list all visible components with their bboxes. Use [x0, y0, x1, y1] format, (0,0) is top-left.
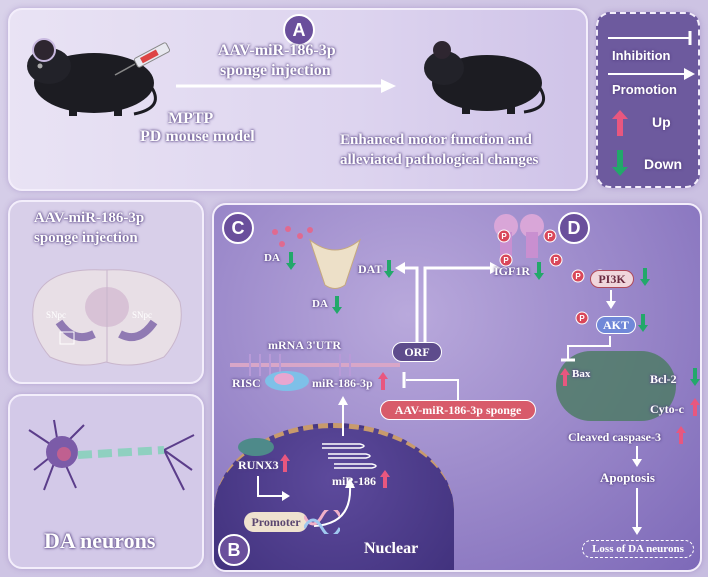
risc-label: RISC: [232, 376, 261, 390]
model-line2: PD mouse model: [140, 128, 255, 145]
dopamine-dots: [272, 226, 313, 247]
dat-label: DAT: [358, 262, 383, 276]
akt-inhibition-line: [561, 336, 611, 362]
caspase-up-arrow: [676, 426, 686, 444]
da-neuron-image: [28, 419, 195, 491]
svg-text:P: P: [501, 232, 507, 241]
runx3-protein-shape: [238, 438, 274, 456]
mitochondrion-shape: [556, 351, 676, 421]
da-mid-down-arrow: [332, 296, 342, 314]
da-mid-label: DA: [312, 298, 328, 310]
promotion-arrow-a: [176, 79, 396, 93]
neurons-panel: [8, 394, 204, 569]
nuclear-label: Nuclear: [364, 540, 419, 557]
mir186-label: miR-186: [332, 474, 376, 488]
da-top-label: DA: [264, 252, 280, 264]
pi3k-akt-arrow: [606, 290, 616, 309]
cyto-c-up-arrow: [690, 398, 700, 416]
panel-c-label: C: [222, 212, 254, 244]
panel-b-label: B: [218, 534, 250, 566]
svg-text:P: P: [579, 314, 585, 323]
up-arrow-icon: [612, 110, 628, 136]
legend-up-label: Up: [652, 114, 671, 130]
snpc-left-label: SNpc: [46, 310, 66, 320]
loss-of-da-neurons-box: Loss of DA neurons: [582, 540, 694, 558]
mouse-left-image: [27, 38, 157, 116]
snpc-right-label: SNpc: [132, 310, 152, 320]
dat-transporter-shape: [308, 238, 362, 289]
outcome-line1: Enhanced motor function and: [340, 132, 532, 148]
mir186-hairpins: [322, 443, 377, 469]
panel-a-label: A: [283, 14, 315, 46]
injection-line1: AAV-miR-186-3p: [218, 42, 336, 59]
inhibition-symbol: [608, 31, 692, 45]
mir-3p-up-arrow: [378, 372, 388, 390]
dat-down-arrow: [384, 260, 394, 278]
legend-panel: [596, 12, 700, 188]
caspase-apoptosis-arrow: [632, 446, 642, 467]
mrna-label: mRNA 3'UTR: [268, 338, 342, 352]
svg-text:P: P: [547, 232, 553, 241]
dna-helix: [304, 510, 340, 534]
runx3-label: RUNX3: [238, 458, 279, 472]
brain-section-image: [32, 269, 182, 366]
akt-down-arrow: [638, 314, 648, 332]
brain-title-line2: sponge injection: [34, 230, 138, 246]
orf-box: ORF: [392, 342, 442, 362]
orf-arrows: [395, 262, 501, 346]
sponge-box: AAV-miR-186-3p sponge: [380, 400, 536, 420]
apoptosis-loss-arrow: [632, 488, 642, 535]
sponge-inhibition-line: [402, 372, 459, 400]
da-neurons-label: DA neurons: [44, 528, 156, 553]
apoptosis-label: Apoptosis: [600, 470, 655, 485]
mir-3p-label: miR-186-3p: [312, 376, 373, 390]
syringe-icon: [114, 42, 171, 76]
down-arrow-icon: [612, 150, 628, 176]
legend-promotion-label: Promotion: [612, 82, 677, 97]
igf1r-down-arrow: [534, 262, 544, 280]
runx3-up-arrow: [280, 454, 290, 472]
mouse-right-image: [424, 41, 545, 114]
svg-text:P: P: [553, 256, 559, 265]
svg-text:P: P: [575, 272, 581, 281]
legend-inhibition-label: Inhibition: [612, 48, 671, 63]
promoter-path-arrow: [257, 476, 355, 527]
cyto-c-label: Cyto-c: [650, 402, 684, 416]
bax-up-arrow: [560, 368, 570, 386]
svg-text:P: P: [503, 256, 509, 265]
brain-title-line1: AAV-miR-186-3p: [34, 210, 145, 226]
mir186-up-arrow: [380, 470, 390, 488]
nuclear-up-arrow: [338, 396, 348, 436]
pi3k-box: PI3K: [590, 270, 634, 288]
legend-down-label: Down: [644, 156, 683, 172]
igf1r-label: IGF1R: [494, 264, 530, 278]
bcl2-label: Bcl-2: [650, 372, 677, 386]
panel-d-label: D: [558, 212, 590, 244]
da-top-down-arrow: [286, 252, 296, 270]
bax-label: Bax: [572, 368, 591, 380]
promotion-symbol: [608, 68, 695, 80]
pi3k-down-arrow: [640, 268, 650, 286]
outcome-line2: alleviated pathological changes: [340, 152, 539, 168]
risc-complex-shape: [265, 371, 309, 391]
akt-box: AKT: [596, 316, 636, 334]
mrna-strand: [230, 354, 400, 376]
promoter-box: Promoter: [244, 512, 308, 532]
bcl2-down-arrow: [690, 368, 700, 386]
injection-line2: sponge injection: [220, 62, 331, 79]
caspase-label: Cleaved caspase-3: [568, 430, 661, 444]
model-line1: MPTP: [168, 110, 214, 127]
